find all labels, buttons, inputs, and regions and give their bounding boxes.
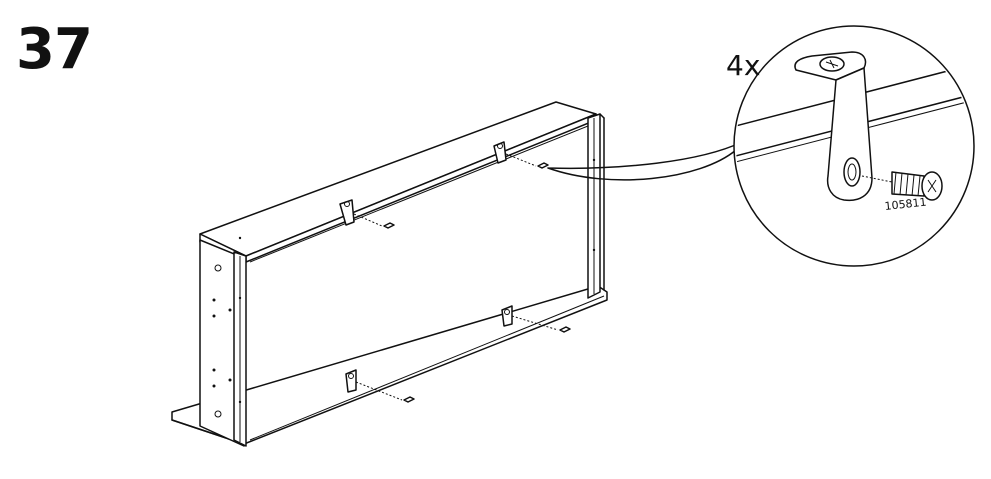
cabinet-frame: [171, 101, 608, 447]
screw-icon: [861, 171, 943, 201]
callout-pointer: [547, 141, 743, 181]
top-panel: [199, 101, 597, 257]
l-bracket-icon: [794, 51, 873, 202]
bracket-top-left: [339, 199, 355, 226]
quantity-label: 4x: [726, 49, 761, 82]
bracket-bottom-left: [345, 369, 357, 393]
detail-magnifier: [733, 25, 975, 267]
screw-top-left: [353, 213, 395, 229]
screw-top-right: [505, 153, 549, 169]
left-side-panel: [199, 239, 245, 447]
bracket-bottom-right: [501, 305, 513, 327]
bracket-top-right: [493, 141, 507, 164]
screw-bottom-left: [355, 381, 415, 403]
screw-bottom-right: [511, 315, 571, 333]
step-number: 37: [16, 17, 93, 82]
